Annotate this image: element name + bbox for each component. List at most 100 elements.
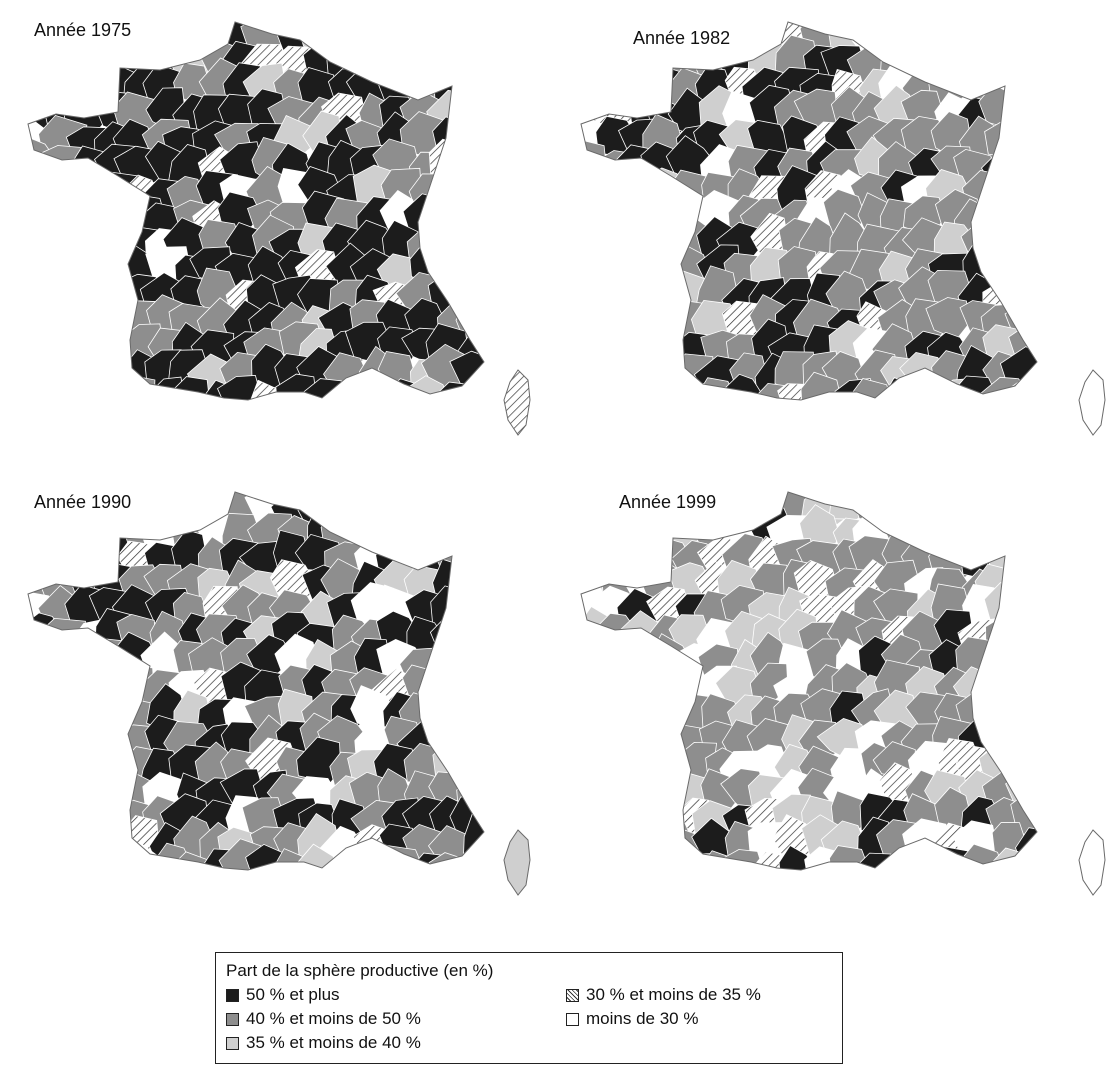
department-region (590, 492, 630, 526)
department-region (928, 845, 972, 870)
department-region (28, 244, 35, 296)
department-region (581, 169, 610, 215)
department-region (351, 850, 396, 870)
department-region (675, 381, 721, 400)
department-region (900, 492, 955, 528)
department-region (457, 746, 484, 788)
department-region (878, 22, 924, 27)
department-region (28, 38, 35, 80)
department-region (42, 218, 88, 260)
department-region (428, 22, 472, 31)
department-region (1013, 137, 1037, 186)
map-title: Année 1999 (619, 492, 717, 512)
department-region (885, 492, 930, 508)
department-region (95, 22, 144, 59)
department-region (462, 22, 484, 29)
department-region (434, 226, 480, 277)
map-title: Année 1982 (633, 28, 731, 48)
department-region (617, 274, 661, 323)
department-region (581, 297, 612, 344)
department-region (612, 712, 660, 761)
legend-swatch (226, 988, 239, 1002)
department-region (581, 492, 583, 523)
department-region (926, 492, 973, 528)
department-region (189, 22, 236, 38)
department-region (375, 22, 419, 35)
department-region (168, 492, 208, 524)
department-region (553, 470, 580, 506)
department-region (144, 492, 191, 535)
department-region (614, 229, 658, 270)
department-mosaic (581, 22, 1037, 400)
department-region (399, 38, 451, 88)
department-region (356, 492, 400, 528)
department-region (581, 790, 609, 840)
department-region (581, 22, 606, 33)
department-region (449, 216, 484, 266)
department-region (375, 492, 422, 503)
department-region (28, 743, 29, 792)
department-region (70, 222, 108, 267)
department-region (581, 643, 609, 685)
department-region (581, 380, 612, 400)
department-region (64, 242, 102, 286)
department-region (665, 853, 716, 870)
department-region (986, 714, 1029, 761)
department-region (597, 223, 643, 270)
department-region (985, 615, 1030, 659)
department-region (643, 379, 687, 400)
department-region (581, 139, 607, 191)
department-region (597, 535, 640, 586)
department-region (28, 638, 34, 686)
department-region (581, 492, 616, 505)
department-region (721, 492, 767, 507)
department-region (455, 693, 484, 741)
department-region (1010, 849, 1037, 870)
map-title: Année 1990 (34, 492, 132, 512)
department-region (961, 22, 1002, 59)
department-region (70, 850, 114, 870)
department-region (624, 492, 666, 530)
department-region (648, 492, 691, 529)
department-region (446, 175, 484, 215)
department-region (28, 22, 58, 53)
department-region (39, 175, 88, 215)
department-mosaic (553, 470, 1037, 870)
department-region (93, 377, 144, 400)
department-region (581, 641, 590, 686)
department-region (581, 243, 590, 292)
department-region (581, 145, 588, 195)
department-region (429, 175, 477, 216)
map-panel-1999: Année 1999 (553, 470, 1106, 940)
department-region (28, 533, 53, 580)
department-region (406, 22, 451, 54)
department-region (596, 358, 643, 399)
corsica-region (503, 369, 531, 436)
department-region (426, 511, 471, 551)
department-region (169, 22, 215, 61)
department-region (28, 280, 55, 321)
department-region (45, 645, 88, 689)
department-region (28, 492, 31, 536)
department-region (626, 769, 664, 814)
department-region (597, 22, 645, 58)
department-region (368, 40, 417, 80)
department-region (581, 768, 609, 813)
department-region (587, 321, 637, 368)
france-map (553, 470, 1106, 896)
department-region (0, 566, 22, 606)
department-region (452, 492, 484, 499)
department-region (47, 790, 94, 839)
department-region (42, 377, 85, 400)
department-region (642, 327, 684, 372)
department-region (621, 241, 664, 288)
department-region (36, 22, 83, 29)
department-region (428, 852, 468, 870)
department-region (619, 325, 668, 373)
department-region (460, 110, 484, 163)
department-region (581, 326, 590, 368)
department-region (43, 849, 86, 870)
department-region (28, 171, 62, 213)
department-region (947, 46, 997, 88)
department-region (116, 492, 156, 530)
